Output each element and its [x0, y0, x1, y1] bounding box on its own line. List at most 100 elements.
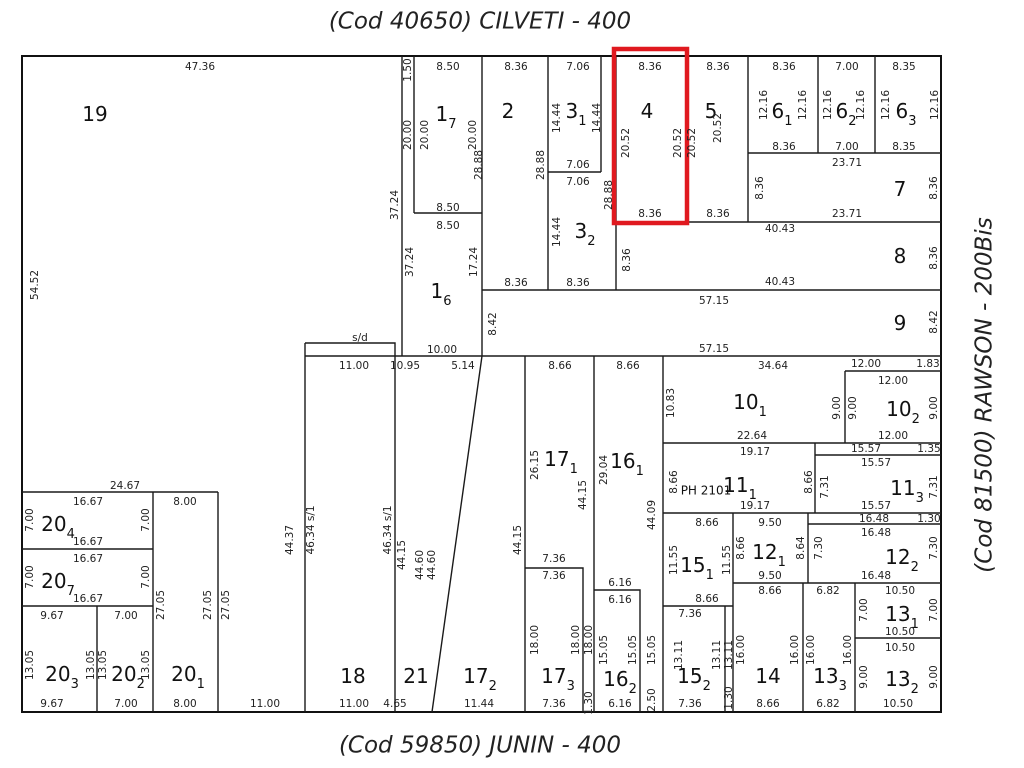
dimension-label: 7.00	[24, 565, 36, 588]
dimension-label: 6.16	[608, 698, 632, 710]
parcel-label-3-2[interactable]: 32	[574, 219, 595, 249]
dimension-label: 10.50	[885, 626, 915, 638]
dimension-label: 12.00	[878, 375, 908, 387]
parcel-label-2[interactable]: 2	[502, 99, 515, 123]
parcel-label-10-2[interactable]: 102	[886, 397, 920, 427]
parcel-label-14[interactable]: 14	[755, 664, 780, 688]
dimension-label: 15.05	[646, 635, 658, 665]
dimension-label: 29.04	[598, 455, 610, 485]
dimension-label: 27.05	[202, 590, 214, 620]
dimension-label: 20.00	[402, 120, 414, 150]
dimension-label: 11.00	[339, 360, 369, 372]
parcel-label-13-3[interactable]: 133	[813, 664, 847, 694]
parcel-label-17-3[interactable]: 173	[541, 664, 575, 694]
dimension-label: 57.15	[699, 295, 729, 307]
dimension-label: 9.00	[928, 665, 940, 688]
parcel-label-20-2[interactable]: 202	[111, 662, 145, 692]
dimension-label: 28.88	[535, 150, 547, 180]
parcel-label-3-1[interactable]: 31	[565, 99, 586, 129]
dimension-label: 14.44	[551, 217, 563, 247]
dimension-label: 7.36	[678, 698, 702, 710]
parcel-label-11-3[interactable]: 113	[890, 476, 924, 506]
dimension-label: 8.66	[803, 470, 815, 494]
dimension-label: 23.71	[832, 157, 862, 169]
dimension-label: 6.82	[816, 698, 839, 710]
dimension-label: 8.50	[436, 61, 459, 73]
parcel-label-12-2[interactable]: 122	[885, 545, 919, 575]
dimension-label: 34.64	[758, 360, 788, 372]
parcel-label-4[interactable]: 4	[641, 99, 654, 123]
parcel-label-6-3[interactable]: 63	[895, 99, 916, 129]
highlighted-parcel-4-outline[interactable]	[611, 46, 690, 226]
dimension-label: 8.42	[487, 312, 499, 335]
dimension-label: 28.88	[603, 180, 615, 210]
parcel-label-18[interactable]: 18	[340, 664, 365, 688]
dimension-label: 16.48	[859, 513, 889, 525]
dimension-label: 8.36	[928, 176, 940, 200]
parcel-label-15-1[interactable]: 151	[680, 553, 714, 583]
dimension-label: 20.52	[620, 128, 632, 158]
parcel-label-20-7[interactable]: 207	[41, 569, 75, 599]
parcel-label-8[interactable]: 8	[894, 244, 907, 268]
parcel-label-16-1[interactable]: 161	[610, 449, 644, 479]
dimension-label: 10.50	[883, 698, 913, 710]
dimension-label: 8.00	[173, 496, 196, 508]
parcel-label-6-1[interactable]: 61	[771, 99, 792, 129]
parcel-label-20-4[interactable]: 204	[41, 512, 75, 542]
dimension-label: 27.05	[155, 590, 167, 620]
dimension-label: 57.15	[699, 343, 729, 355]
dimension-label: 20.52	[672, 128, 684, 158]
dimension-label: 8.66	[735, 536, 747, 560]
dimension-label: 44.09	[646, 500, 658, 530]
parcel-label-16-2[interactable]: 162	[603, 667, 637, 697]
dimension-label: 11.00	[250, 698, 280, 710]
dimension-label: 6.82	[816, 585, 839, 597]
parcel-label-10-1[interactable]: 101	[733, 390, 767, 420]
dimension-label: 8.66	[695, 517, 719, 529]
parcel-label-1-7[interactable]: 17	[435, 102, 456, 132]
parcel-label-20-3[interactable]: 203	[45, 662, 79, 692]
dimension-label: 1.50	[402, 58, 414, 81]
dimension-label: 8.66	[756, 698, 780, 710]
parcel-label-6-2[interactable]: 62	[835, 99, 856, 129]
dimension-label: 8.66	[758, 585, 782, 597]
dimension-label: 20.52	[686, 128, 698, 158]
parcel-label-13-2[interactable]: 132	[885, 667, 919, 697]
parcel-label-20-1[interactable]: 201	[171, 662, 205, 692]
dimension-label: 9.50	[758, 570, 781, 582]
dimension-label: 13.11	[673, 640, 685, 670]
parcel-label-1-6[interactable]: 16	[430, 279, 451, 309]
parcel-label-13-1[interactable]: 131	[885, 602, 919, 632]
parcel-label-7[interactable]: 7	[894, 177, 907, 201]
dimension-label: 13.11	[723, 640, 735, 670]
dimension-label: 7.36	[542, 570, 566, 582]
dimension-label: 8.36	[566, 277, 590, 289]
dimension-label: 8.00	[173, 698, 196, 710]
dimension-label: 7.31	[819, 475, 831, 498]
dimension-label: 13.05	[97, 650, 109, 680]
dimension-label: 8.36	[706, 61, 730, 73]
parcel-label-17-1[interactable]: 171	[544, 447, 578, 477]
dimension-label: 44.60	[414, 550, 426, 580]
parcel-label-9[interactable]: 9	[894, 311, 907, 335]
parcel-label-19[interactable]: 19	[82, 102, 107, 126]
dimension-label: 10.00	[427, 344, 457, 356]
dimension-label: 8.42	[928, 310, 940, 333]
dimension-label: 1.35	[917, 443, 940, 455]
dimension-label: 4.65	[383, 698, 406, 710]
parcel-label-5[interactable]: 5	[705, 99, 718, 123]
parcel-label-15-2[interactable]: 152	[677, 664, 711, 694]
parcel-label-17-2[interactable]: 172	[463, 664, 497, 694]
parcel-label-11-1[interactable]: 111	[723, 473, 757, 503]
dimension-label: 8.36	[504, 61, 528, 73]
dimension-label: 1.30	[723, 686, 735, 709]
dimension-label: 8.50	[436, 220, 459, 232]
parcel-label-21[interactable]: 21	[403, 664, 428, 688]
dimension-label: 1.83	[916, 358, 939, 370]
dimension-label: 44.15	[577, 480, 589, 510]
dimension-label: 44.37	[284, 525, 296, 555]
dimension-label: 14.44	[551, 103, 563, 133]
parcel-label-12-1[interactable]: 121	[752, 540, 786, 570]
